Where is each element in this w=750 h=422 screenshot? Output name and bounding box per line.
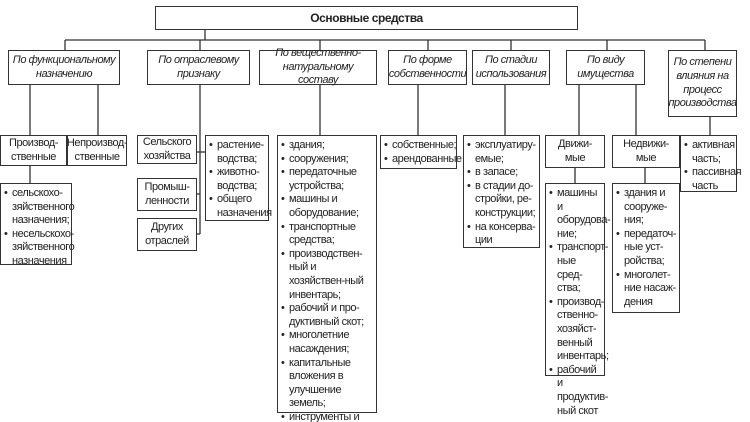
node-agriculture: Сельского хозяйства [137, 135, 197, 164]
category-label: По отраслевому признаку [158, 53, 239, 80]
list-item: сооружения; [281, 153, 374, 167]
bullet-list: активная часть;пассивная часть [681, 136, 742, 196]
category-influence: По степени влияния на процесс производст… [668, 50, 737, 117]
category-label: По стадии использования [475, 53, 547, 80]
influence-list: активная часть;пассивная часть [680, 135, 742, 192]
list-item: машины и оборудование; [281, 193, 374, 220]
list-item: растение-водства; [209, 139, 266, 166]
stage-list: эксплуатиру-емые;в запасе;в стадии до-ст… [463, 135, 540, 248]
list-item: в стадии до-стройки, ре-конструкции; [467, 180, 537, 221]
category-label: По виду имущества [577, 53, 634, 80]
category-label: По степени влияния на процесс производст… [668, 56, 737, 110]
node-label: Недвижи- мые [623, 137, 669, 164]
node-immovable: Недвижи- мые [612, 135, 680, 168]
category-sector: По отраслевому признаку [147, 50, 250, 85]
list-item: рабочий и продуктив-ный скот [549, 364, 608, 418]
list-item: рабочий и про-дуктивный скот; [281, 302, 374, 329]
node-label: Производ- ственные [9, 136, 58, 163]
list-item: на консерва-ции [467, 221, 537, 248]
category-label: По вещественно- натуральному составу [275, 47, 361, 87]
list-item: здания и сооруже-ния; [616, 187, 677, 228]
category-stage: По стадии использования [472, 50, 550, 85]
list-item: капитальные вложения в улучшение земель; [281, 357, 374, 411]
ownership-list: собственные;арендованные [380, 135, 462, 169]
list-item: здания; [281, 139, 374, 153]
list-item: животно-водства; [209, 166, 266, 193]
list-item: производствен-ный и хозяйствен-ный инвен… [281, 248, 374, 302]
list-item: несельскохо-зяйственного назначения [4, 228, 75, 269]
category-property: По виду имущества [566, 50, 645, 85]
node-movable: Движи- мые [545, 135, 605, 168]
category-label: По форме собственности [388, 53, 467, 80]
list-item: многолетние насаждения; [281, 329, 374, 356]
list-item: производ-ственно-хозяйст-венный инвентар… [549, 296, 609, 364]
node-label: Сельского хозяйства [142, 135, 192, 162]
node-nonproductive: Непроизвод- ственные [66, 135, 128, 166]
list-item: активная часть; [684, 139, 735, 166]
node-productive: Производ- ственные [0, 135, 67, 166]
list-item: сельскохо-зяйственного назначения; [4, 187, 75, 228]
bullet-list: здания и сооруже-ния;передаточ-ные уст-р… [613, 184, 679, 312]
list-item: собственные; [384, 139, 457, 153]
list-item: транспортные средства; [281, 221, 374, 248]
list-item: арендованные [384, 153, 462, 167]
list-item: многолет-ние насаж-дения [616, 269, 677, 310]
node-label: Непроизвод- ственные [66, 136, 128, 163]
bullet-list: собственные;арендованные [381, 136, 462, 169]
movable-list: машины и оборудова-ние;транспорт-ные сре… [545, 183, 611, 417]
category-ownership: По форме собственности [388, 50, 467, 85]
list-item: в запасе; [467, 166, 537, 180]
bullet-list: эксплуатиру-емые;в запасе;в стадии до-ст… [464, 136, 539, 251]
category-material: По вещественно- натуральному составу [259, 47, 377, 87]
list-item: передаточ-ные уст-ройства; [616, 228, 677, 269]
bullet-list: сельскохо-зяйственного назначения;несель… [1, 184, 75, 272]
category-functional: По функциональному назначению [8, 50, 120, 85]
node-label: Других отраслей [145, 220, 189, 247]
agriculture-list: растение-водства;животно-водства;общего … [205, 135, 272, 224]
list-item: передаточные устройства; [281, 166, 374, 193]
list-item: транспорт-ные сред-ства; [549, 241, 608, 295]
node-label: Промыш- ленности [144, 180, 190, 207]
node-industry: Промыш- ленности [137, 178, 197, 211]
list-item: машины и оборудова-ние; [549, 187, 611, 241]
productive-list: сельскохо-зяйственного назначения;несель… [0, 183, 75, 267]
root-node: Основные средства [155, 6, 578, 30]
category-label: По функциональному назначению [12, 53, 116, 80]
bullet-list: машины и оборудова-ние;транспорт-ные сре… [546, 184, 611, 421]
node-other-sectors: Других отраслей [137, 218, 197, 251]
list-item: пассивная часть [684, 166, 742, 193]
list-item: эксплуатиру-емые; [467, 139, 537, 166]
bullet-list: растение-водства;животно-водства;общего … [206, 136, 272, 224]
node-label: Движи- мые [558, 137, 592, 164]
immovable-list: здания и сооруже-ния;передаточ-ные уст-р… [612, 183, 680, 313]
material-list: здания;сооружения;передаточные устройств… [277, 135, 377, 422]
list-item: инструменты и пр. [281, 411, 374, 422]
bullet-list: здания;сооружения;передаточные устройств… [278, 136, 376, 422]
list-item: общего назначения [209, 193, 272, 220]
